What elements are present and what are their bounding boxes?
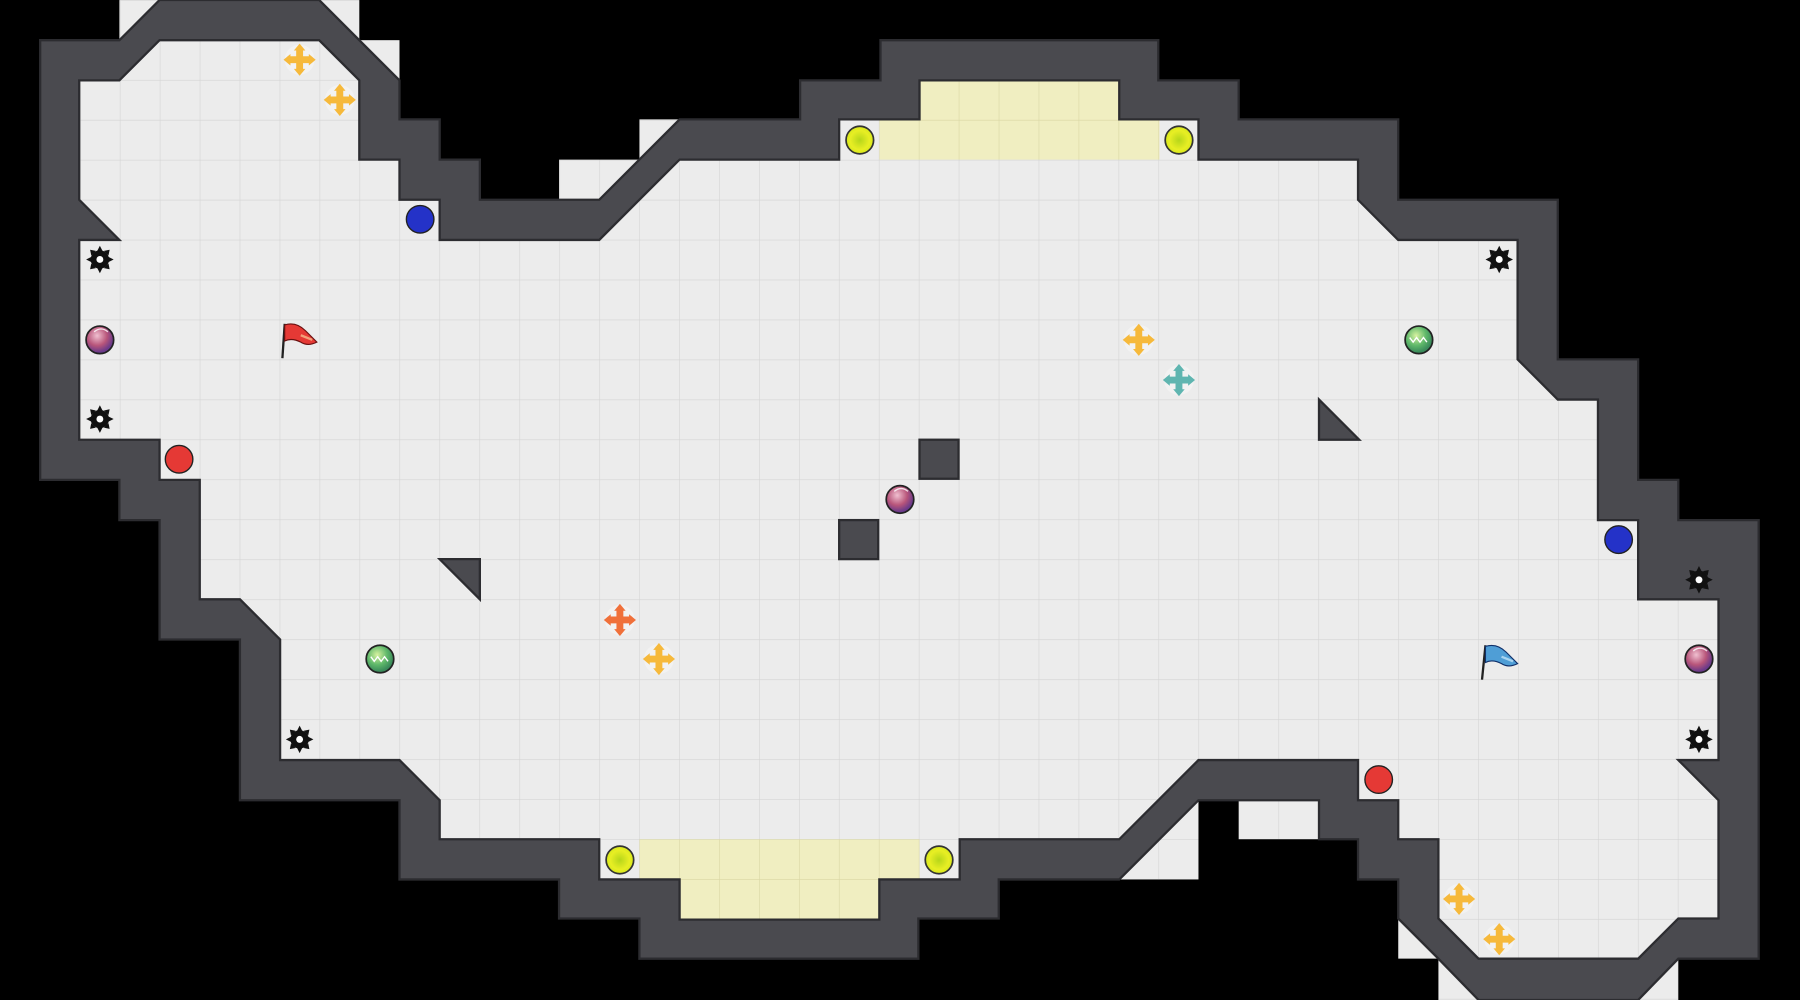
gate-buttons [605,125,1194,875]
wall-triangle-right [1317,396,1362,441]
gate-button-icon [605,845,635,875]
blue-ball-icon [405,204,435,234]
gate-button-icon [845,125,875,155]
wall-triangle-left [436,557,481,603]
spike-icon [1685,566,1713,594]
wall-blocks [436,396,1362,603]
spike-icon [86,405,114,433]
wall-top-left [39,0,1760,1000]
red-ball-icon [1364,765,1394,795]
red-ball-icon [164,444,194,474]
jukejuice-icon [365,644,395,674]
blue-ball-icon [1604,525,1634,555]
bottom-endzone [639,839,920,920]
powerup-icon [85,325,115,355]
powerup-icon [885,484,915,515]
gate-button-icon [924,845,954,875]
spike-icon [86,245,114,274]
spike-icon [1485,245,1514,274]
gate-button-icon [1164,125,1194,155]
endzones [639,80,1160,920]
flags [281,323,1519,680]
walls [39,0,1760,1000]
wall-block-icon [838,518,880,561]
red-flag-icon [281,323,318,359]
team-balls [164,204,1634,795]
jukejuice-icon [1404,325,1434,355]
powerups [85,325,1714,674]
spike-icon [1685,725,1713,754]
top-endzone [879,80,1160,160]
spike-icon [285,725,314,754]
powerup-icon [1684,644,1714,674]
wall-block-icon [918,438,960,480]
blue-flag-icon [1480,644,1519,680]
